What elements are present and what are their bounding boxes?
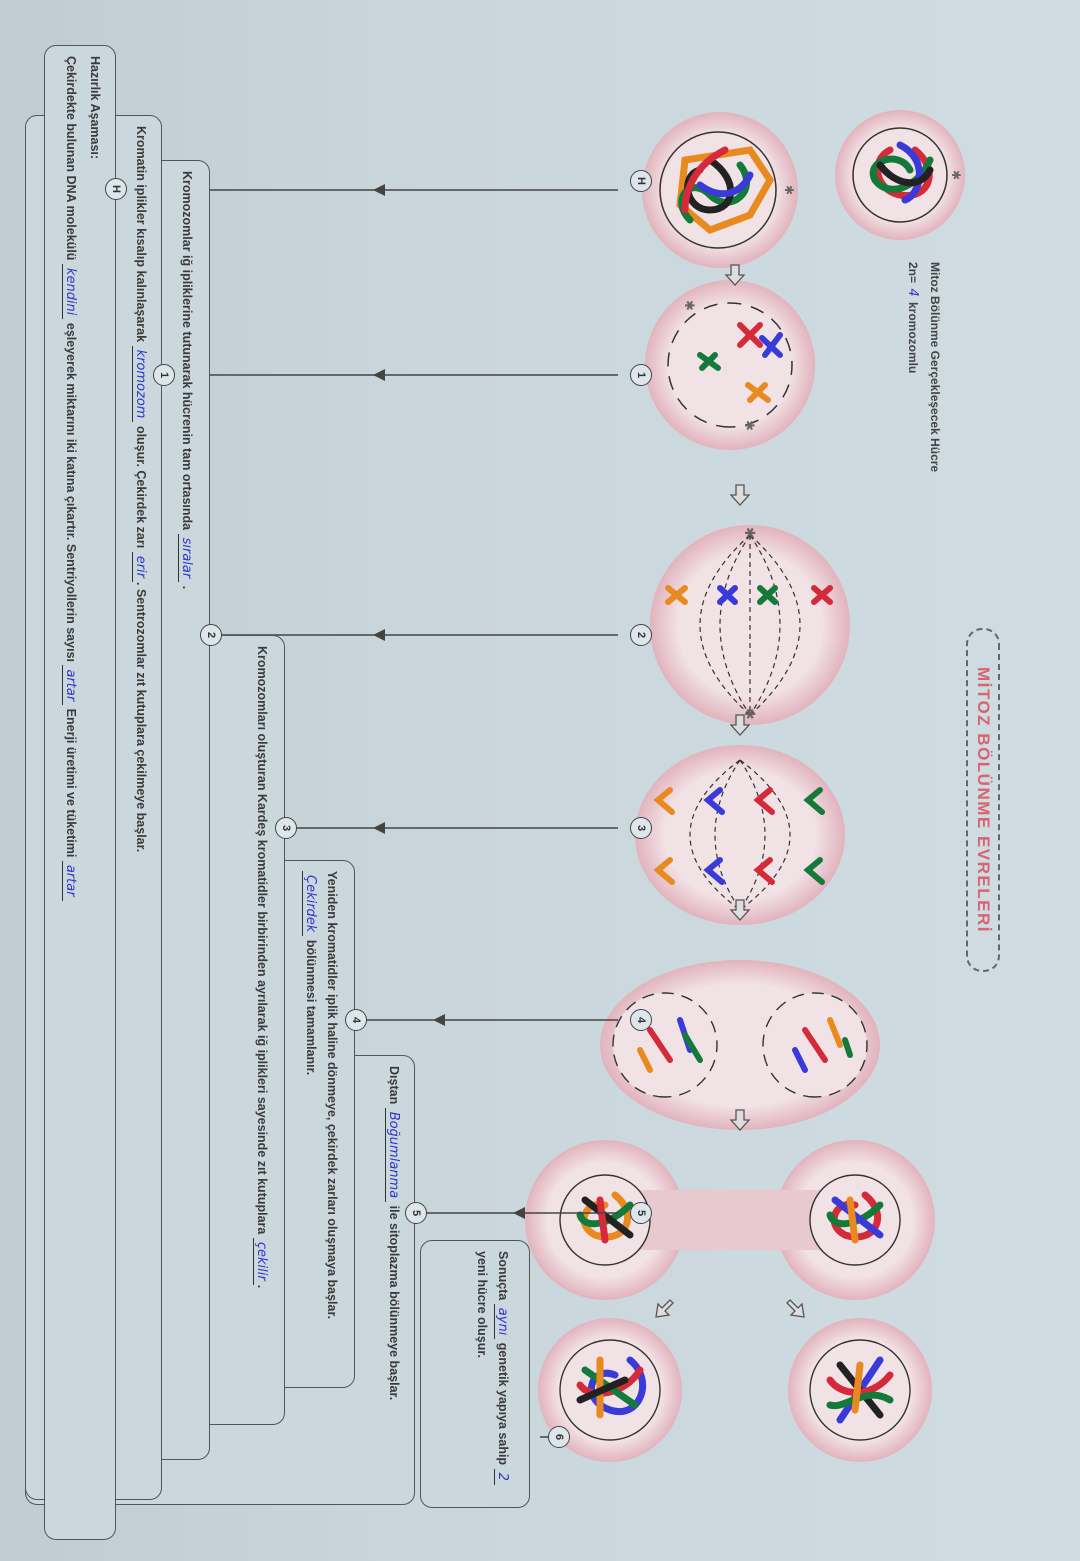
box-3-marker: 3: [275, 817, 297, 839]
svg-text:✱: ✱: [742, 420, 757, 431]
text: Kromozomlar iğ ipliklerine tutunarak hüc…: [180, 171, 194, 531]
box-stage-h: Hazırlık Aşaması: Çekirdekte bulunan DNA…: [44, 45, 116, 1540]
box-heading: Hazırlık Aşaması:: [88, 56, 102, 160]
text: oluşur. Çekirdek zarı: [134, 425, 148, 549]
stage-1-marker: 1: [630, 364, 652, 386]
count-suffix: kromozomlu: [906, 301, 920, 374]
daughter-cell-1: [788, 1318, 932, 1462]
stage-2-marker: 2: [630, 624, 652, 646]
interphase-cell: ✱: [642, 112, 798, 268]
text: Çekirdekte bulunan DNA molekülü: [64, 56, 78, 261]
answer-cekirdek: Çekirdek: [302, 871, 318, 937]
chromosome-count: 2n= 4 kromozomlu: [905, 262, 920, 373]
text: genetik yapıya sahip: [496, 1342, 510, 1466]
stage-6-marker: 6: [548, 1426, 570, 1448]
text: .: [255, 1284, 269, 1289]
text: . Sentrozomlar zıt kutuplara çekilmeye b…: [134, 582, 148, 853]
box-5-marker: 5: [405, 1202, 427, 1224]
prophase-cell: ✱✱: [645, 280, 815, 450]
connector-lines: [125, 184, 618, 1438]
stage-3-marker: 3: [630, 817, 652, 839]
text: yeni hücre oluşur.: [475, 1251, 489, 1358]
initial-cell: ✱: [835, 110, 965, 240]
metaphase-cell: ✱✱: [650, 525, 850, 725]
answer-kendini: kendini: [62, 263, 78, 320]
box-h-marker: H: [105, 178, 127, 200]
page-title: MİTOZ BÖLÜNME EVRELERİ: [966, 628, 1000, 972]
text: Kromozomları oluşturan Kardeş kromatidle…: [255, 646, 269, 1235]
cell-label: Mitoz Bölünme Gerçekleşecek Hücre: [928, 262, 942, 473]
text: Dıştan: [387, 1066, 401, 1105]
svg-text:✱: ✱: [742, 527, 758, 539]
box-1-marker: 1: [153, 364, 175, 386]
answer-bogumlanma: Boğumlanma: [385, 1107, 401, 1203]
count-value: 4: [905, 288, 920, 297]
answer-artar-1: artar: [62, 665, 78, 706]
stage-5-marker: 5: [630, 1202, 652, 1224]
svg-text:✱: ✱: [949, 170, 963, 180]
text: Yeniden kromatidler iplik haline dönmeye…: [325, 871, 339, 1320]
stage-arrows: [655, 264, 805, 1318]
answer-kromozom: kromozom: [132, 345, 148, 423]
box-stage-6: Sonuçta aynı genetik yapıya sahip 2 yeni…: [420, 1240, 530, 1508]
answer-aynı: aynı: [494, 1303, 510, 1340]
svg-text:✱: ✱: [782, 185, 796, 195]
answer-siralar: sıralar: [178, 533, 194, 583]
answer-artar-2: artar: [62, 860, 78, 901]
box-2-marker: 2: [200, 624, 222, 646]
telophase-cell: [600, 960, 880, 1130]
text: Kromatin iplikler kısalıp kalınlaşarak: [134, 126, 148, 343]
text: bölünmesi tamamlanır.: [304, 939, 318, 1076]
text: Sonuçta: [496, 1251, 510, 1301]
daughter-cell-2: [538, 1318, 682, 1462]
answer-cekilir: çekilir: [253, 1237, 269, 1285]
box-text: Çekirdekte bulunan DNA molekülü kendini …: [58, 56, 83, 1529]
answer-erir: erir: [132, 551, 148, 583]
text: eşleyerek miktarını iki katına çıkartır.…: [64, 322, 78, 662]
stage-h-marker: H: [630, 170, 652, 192]
text: Enerji üretimi ve tüketimi: [64, 708, 78, 858]
svg-text:✱: ✱: [742, 708, 758, 720]
box-4-marker: 4: [345, 1009, 367, 1031]
stage-4-marker: 4: [630, 1009, 652, 1031]
chromatin-tangle: [869, 141, 934, 204]
text: ile sitoplazma bölünmeye başlar.: [387, 1205, 401, 1401]
svg-text:✱: ✱: [682, 300, 697, 311]
text: .: [180, 585, 194, 590]
count-prefix: 2n=: [906, 262, 920, 284]
anaphase-cell: [635, 745, 845, 925]
cytokinesis-cell: [525, 1140, 935, 1300]
answer-2: 2: [494, 1468, 510, 1485]
